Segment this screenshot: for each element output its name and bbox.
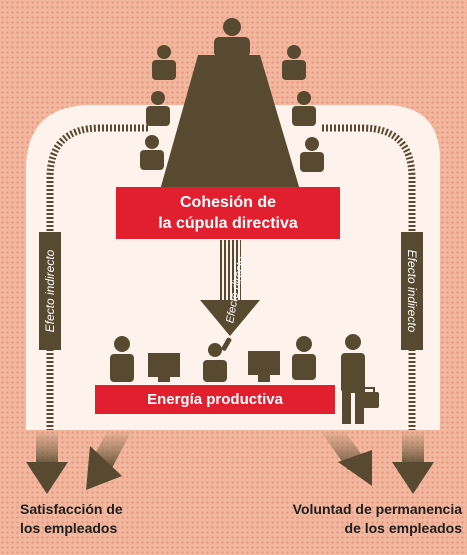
cohesion-line-2: la cúpula directiva — [158, 215, 298, 232]
indirect-label-tab-left — [39, 232, 61, 350]
productive-energy-label: Energía productiva — [147, 391, 283, 408]
outcome-arrow-right-2 — [392, 430, 434, 494]
computer-monitor-icon — [148, 351, 280, 382]
direct-arrow — [200, 240, 260, 336]
indirect-effect-label-left: Efecto indirecto — [43, 249, 57, 333]
outcome-arrow-left-2 — [86, 430, 132, 490]
cohesion-line-1: Cohesión de — [179, 194, 276, 211]
indirect-arrow-left — [46, 124, 148, 430]
outcome-satisfaction: Satisfacción de los empleados — [20, 500, 180, 538]
phone-icon — [221, 337, 232, 351]
outcome-arrow-right-1 — [320, 430, 372, 486]
board-table — [160, 55, 300, 190]
outcome-retention: Voluntad de permanencia de los empleados — [238, 500, 462, 538]
outcome-arrow-left-1 — [26, 430, 68, 494]
indirect-label-tab-right — [401, 232, 423, 350]
outcome-retention-line-1: Voluntad de permanencia — [292, 501, 462, 517]
indirect-arrow-right — [322, 124, 416, 430]
productive-energy-box: Energía productiva — [95, 385, 335, 414]
board-member-icon — [140, 18, 324, 172]
outcome-satisfaction-line-1: Satisfacción de — [20, 501, 123, 517]
briefcase-icon — [359, 387, 379, 408]
cohesion-box: Cohesión de la cúpula directiva — [116, 187, 340, 239]
indirect-effect-label-right: Efecto indirecto — [405, 249, 419, 333]
outcome-satisfaction-line-2: los empleados — [20, 520, 118, 536]
outcome-retention-line-2: de los empleados — [344, 520, 462, 536]
